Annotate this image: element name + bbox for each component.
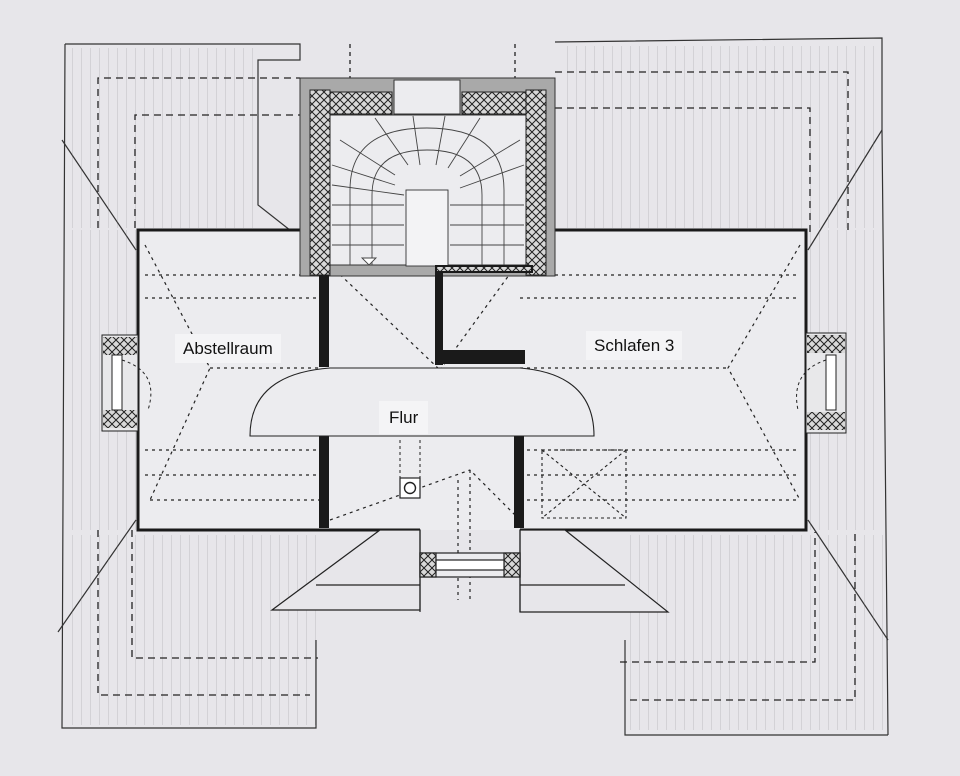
room-label-schlafen: Schlafen 3: [586, 331, 683, 360]
wall-fill: [437, 267, 531, 271]
skylight: [541, 449, 627, 519]
dormer: [270, 529, 670, 613]
vent-shaft: [399, 440, 421, 499]
room-label-flur: Flur: [379, 401, 429, 434]
window-left: [101, 334, 152, 432]
room-label-abstellraum: Abstellraum: [175, 334, 281, 363]
eave-dashed-lines: [97, 44, 856, 701]
window-right: [796, 332, 847, 434]
ridge-lines: [144, 244, 801, 600]
staircase: [331, 115, 525, 267]
